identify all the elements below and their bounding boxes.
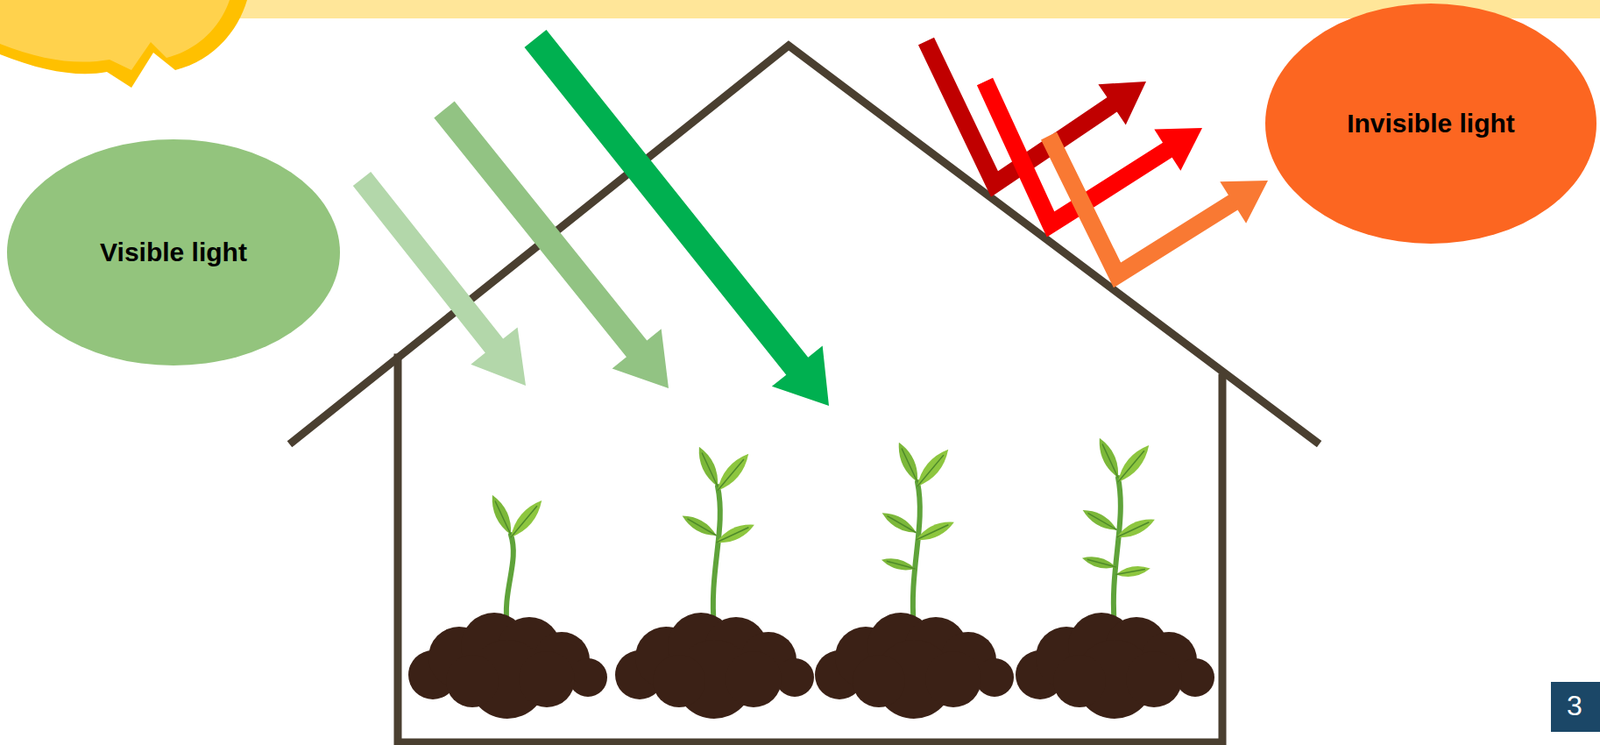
- leaf-vein: [715, 527, 749, 543]
- leaf-vein: [495, 500, 511, 535]
- leaf-blade: [1081, 552, 1118, 572]
- soil-lump: [925, 651, 982, 708]
- leaf-blade: [712, 449, 754, 496]
- leaf-blade: [893, 439, 924, 485]
- leaf: [679, 510, 720, 540]
- leaf-blade: [1114, 563, 1151, 580]
- leaf-blade: [505, 495, 547, 542]
- leaf: [1114, 514, 1158, 543]
- ellipse-fill: [1265, 3, 1597, 244]
- leaf-blade: [1080, 505, 1120, 535]
- seedling: [814, 439, 1014, 719]
- leaf-blade: [912, 445, 954, 491]
- soil-lump: [725, 651, 782, 708]
- soil-mound: [408, 612, 608, 719]
- leaf-vein: [915, 524, 949, 540]
- sun-core: [0, 0, 230, 71]
- leaf: [1094, 435, 1125, 481]
- reflected-ray-head: [1219, 180, 1268, 224]
- ellipse-fill: [7, 139, 340, 366]
- leaf-blade: [913, 516, 957, 546]
- stem: [1113, 477, 1121, 627]
- soil-mound: [1015, 612, 1215, 719]
- leaf-vein: [1102, 443, 1119, 478]
- stem: [913, 481, 921, 627]
- visible-ray-arrow: [524, 29, 829, 406]
- leaf-blade: [880, 554, 917, 574]
- reflected-ray: [1048, 135, 1234, 276]
- leaf: [505, 495, 547, 542]
- visible-ray-arrow: [353, 171, 526, 386]
- leaf-vein: [1087, 512, 1117, 530]
- leaf: [1080, 505, 1120, 535]
- greenhouse-walls: [397, 357, 1223, 743]
- leaf: [1114, 563, 1151, 580]
- soil-mound: [615, 612, 815, 719]
- leaf-vein: [1118, 450, 1145, 482]
- seedling: [615, 444, 815, 719]
- ellipse-label: Visible light: [82, 237, 265, 268]
- leaf-blade: [693, 444, 724, 489]
- leaf-vein: [1115, 569, 1145, 575]
- leaf-blade: [714, 519, 758, 548]
- leaf-vein: [901, 447, 918, 482]
- leaf-vein: [1087, 559, 1117, 567]
- stem: [506, 534, 514, 627]
- leaf-vein: [886, 560, 916, 569]
- leaf-vein: [717, 459, 744, 491]
- soil-mound: [814, 612, 1014, 719]
- light-rays: [353, 29, 1268, 406]
- leaf: [1112, 440, 1154, 487]
- soil-lump: [1125, 651, 1183, 708]
- seedling: [1015, 435, 1215, 719]
- leaf-blade: [487, 492, 517, 538]
- leaf-vein: [917, 454, 944, 487]
- leaf-vein: [1116, 522, 1149, 538]
- seedling: [408, 492, 608, 719]
- page-number-box: 3: [1550, 681, 1600, 732]
- leaf-vein: [510, 505, 538, 538]
- leaf: [714, 519, 758, 548]
- leaf-blade: [879, 508, 920, 538]
- leaf: [712, 449, 754, 496]
- light-ellipse: Visible light: [7, 139, 340, 366]
- page-number: 3: [1566, 689, 1583, 723]
- soil-lump: [852, 654, 906, 708]
- leaf-vein: [886, 516, 916, 533]
- leaf-blade: [1094, 435, 1125, 481]
- seedlings: [408, 435, 1215, 719]
- sun-body: [0, 0, 248, 88]
- leaf: [912, 445, 954, 491]
- leaf: [913, 516, 957, 546]
- soil-lump: [518, 651, 575, 708]
- leaf-vein: [701, 452, 718, 487]
- leaf: [879, 508, 920, 538]
- leaf-blade: [1112, 440, 1154, 487]
- soil-lump: [1053, 654, 1106, 708]
- leaf: [880, 554, 917, 574]
- leaf-blade: [1114, 514, 1158, 543]
- soil-lump: [652, 654, 706, 708]
- leaf: [487, 492, 517, 538]
- leaf-blade: [679, 510, 720, 540]
- reflected-ray-head: [1153, 127, 1203, 171]
- leaf: [893, 439, 924, 485]
- ellipse-label: Invisible light: [1329, 108, 1533, 139]
- leaf: [1081, 552, 1118, 572]
- leaf-vein: [686, 518, 716, 536]
- stem: [713, 486, 721, 627]
- sun: [0, 0, 248, 88]
- soil-lump: [446, 654, 499, 708]
- light-ellipse: Invisible light: [1265, 3, 1597, 244]
- leaf: [693, 444, 724, 489]
- reflected-ray-head: [1097, 81, 1147, 126]
